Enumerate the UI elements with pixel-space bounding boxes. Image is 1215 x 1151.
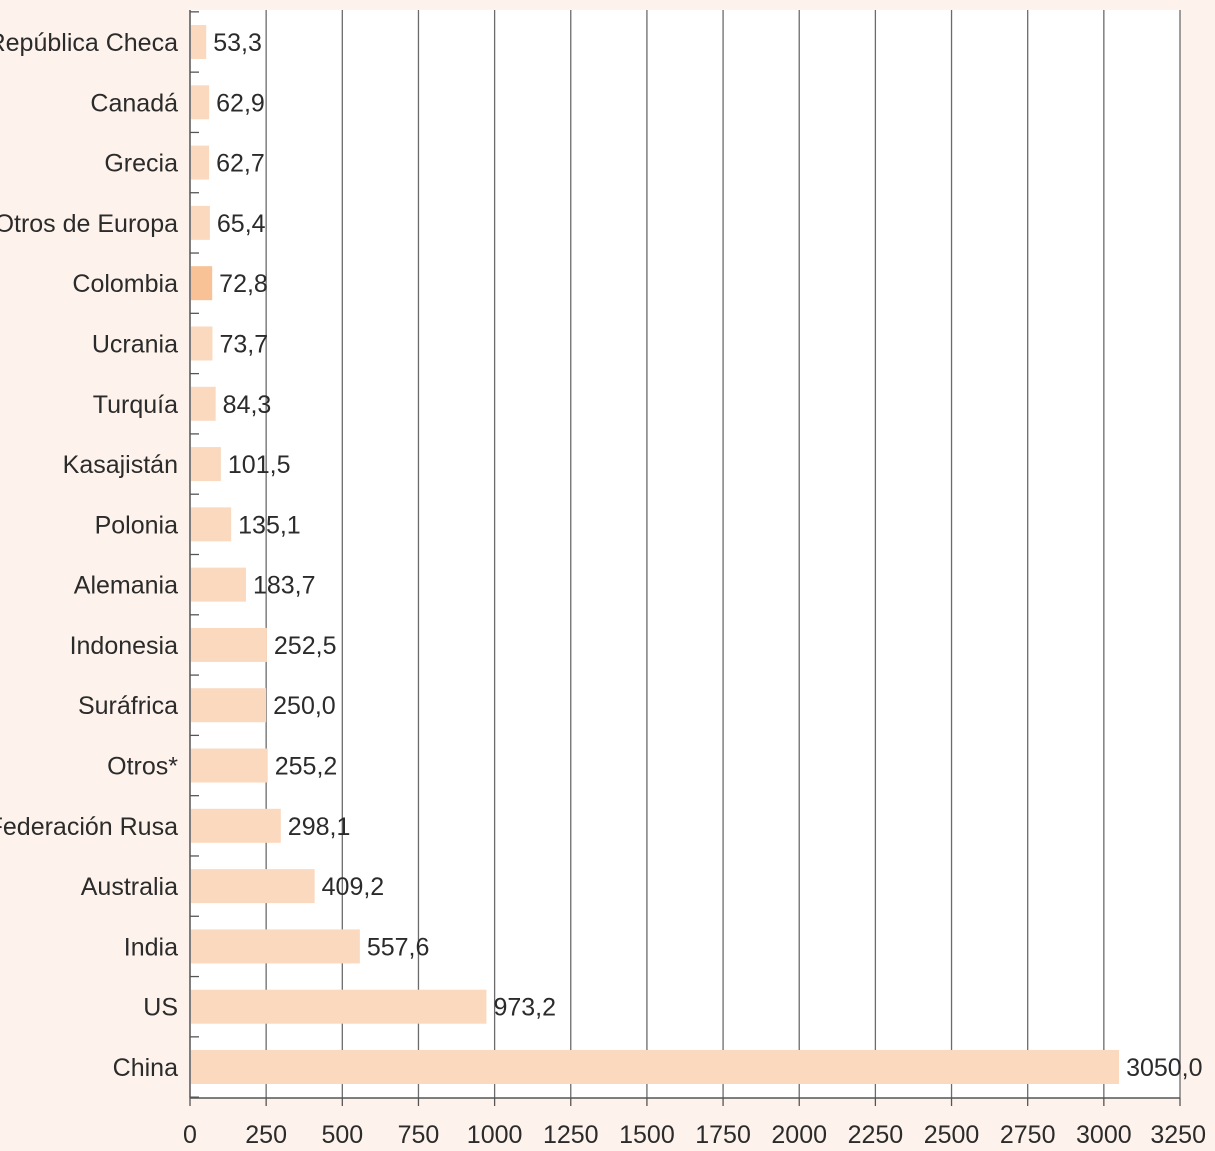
category-label-15: India — [124, 933, 178, 961]
value-label-11: 250,0 — [273, 692, 336, 720]
value-label-7: 101,5 — [228, 451, 291, 479]
value-label-8: 135,1 — [238, 511, 301, 539]
x-tick-label-10: 2500 — [924, 1121, 980, 1149]
x-tick-label-7: 1750 — [695, 1121, 751, 1149]
bar-14 — [191, 869, 315, 904]
value-label-12: 255,2 — [275, 753, 338, 781]
value-label-16: 973,2 — [493, 994, 556, 1022]
category-label-16: US — [143, 994, 178, 1022]
bar-16 — [191, 989, 487, 1024]
category-label-1: Canadá — [90, 89, 178, 117]
bar-12 — [191, 748, 268, 783]
category-label-17: China — [113, 1054, 178, 1082]
bar-6 — [191, 386, 216, 421]
x-tick-label-8: 2000 — [771, 1121, 827, 1149]
value-label-4: 72,8 — [219, 270, 268, 298]
category-label-14: Australia — [81, 873, 178, 901]
value-label-15: 557,6 — [367, 933, 430, 961]
x-tick-label-4: 1000 — [467, 1121, 523, 1149]
plot-area — [190, 10, 1180, 1098]
value-label-1: 62,9 — [216, 89, 265, 117]
bar-2 — [191, 145, 210, 180]
bar-11 — [191, 688, 267, 723]
bar-8 — [191, 507, 232, 542]
x-tick-label-1: 250 — [245, 1121, 287, 1149]
value-label-5: 73,7 — [219, 330, 268, 358]
x-tick-label-0: 0 — [183, 1121, 197, 1149]
value-label-17: 3050,0 — [1126, 1054, 1202, 1082]
bar-4 — [191, 266, 213, 301]
category-label-5: Ucrania — [92, 330, 178, 358]
category-label-0: República Checa — [0, 29, 178, 57]
category-label-8: Polonia — [95, 511, 178, 539]
x-tick-label-9: 2250 — [848, 1121, 904, 1149]
bar-5 — [191, 326, 213, 361]
value-label-6: 84,3 — [223, 391, 272, 419]
bar-0 — [191, 25, 207, 59]
value-label-3: 65,4 — [217, 210, 266, 238]
bar-13 — [191, 808, 281, 843]
bar-17 — [191, 1050, 1120, 1084]
bar-1 — [191, 85, 210, 120]
x-tick-label-3: 750 — [398, 1121, 440, 1149]
category-label-13: Federación Rusa — [0, 813, 178, 841]
x-tick-label-6: 1500 — [619, 1121, 675, 1149]
x-tick-label-5: 1250 — [543, 1121, 599, 1149]
value-label-14: 409,2 — [322, 873, 385, 901]
x-tick-label-12: 3000 — [1076, 1121, 1132, 1149]
category-label-10: Indonesia — [70, 632, 179, 660]
category-label-6: Turquía — [93, 391, 178, 419]
value-label-2: 62,7 — [216, 150, 265, 178]
category-label-9: Alemania — [74, 572, 178, 600]
category-label-12: Otros* — [107, 753, 178, 781]
category-label-2: Grecia — [104, 150, 178, 178]
value-label-0: 53,3 — [213, 29, 262, 57]
x-tick-label-13: 3250 — [1150, 1121, 1206, 1149]
value-label-10: 252,5 — [274, 632, 337, 660]
value-label-13: 298,1 — [288, 813, 351, 841]
category-label-4: Colombia — [72, 270, 178, 298]
x-tick-label-11: 2750 — [1000, 1121, 1056, 1149]
bar-3 — [191, 205, 210, 240]
bar-9 — [191, 567, 246, 602]
x-tick-label-2: 500 — [321, 1121, 363, 1149]
category-label-3: Otros de Europa — [0, 210, 178, 238]
category-label-11: Suráfrica — [78, 692, 178, 720]
value-label-9: 183,7 — [253, 572, 316, 600]
bar-15 — [191, 929, 360, 964]
bar-7 — [191, 447, 221, 482]
bar-10 — [191, 627, 267, 662]
category-label-7: Kasajistán — [63, 451, 178, 479]
